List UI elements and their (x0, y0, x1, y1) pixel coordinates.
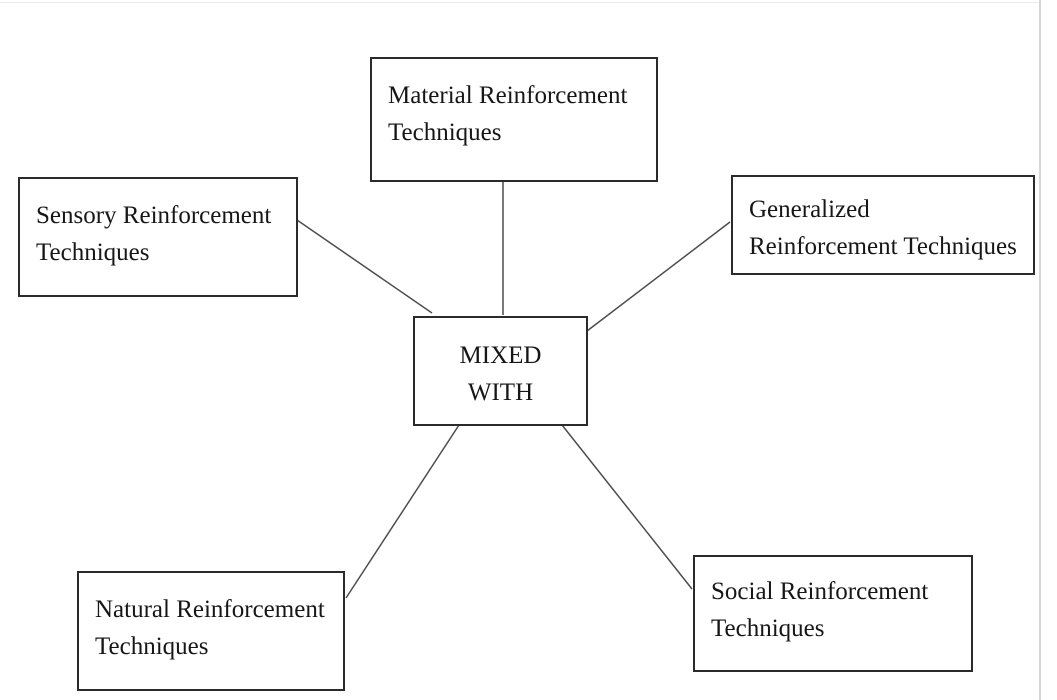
node-natural-reinforcement: Natural Reinforcement Techniques (77, 571, 345, 691)
center-label-line: MIXED (459, 342, 542, 369)
node-label-line: Material Reinforcement (388, 82, 628, 109)
page-boundary-top (0, 2, 1041, 3)
node-label-line: Techniques (711, 615, 825, 642)
node-material-reinforcement: Material Reinforcement Techniques (370, 57, 658, 182)
node-label-line: Sensory Reinforcement (36, 202, 272, 229)
node-label-line: Techniques (388, 119, 502, 146)
node-label-line: Natural Reinforcement (95, 596, 325, 623)
connector-natural-to-mixed (345, 424, 460, 599)
connector-generalized-to-mixed (586, 221, 731, 332)
page-boundary-right (1039, 0, 1041, 700)
node-label-line: Techniques (95, 633, 209, 660)
node-label-line: Generalized (749, 196, 870, 223)
connector-social-to-mixed (561, 424, 693, 590)
node-label-line: Reinforcement Techniques (749, 233, 1017, 260)
node-social-reinforcement: Social Reinforcement Techniques (693, 555, 973, 672)
connector-sensory-to-mixed (296, 219, 433, 314)
center-label-line: WITH (467, 379, 534, 406)
node-sensory-reinforcement: Sensory Reinforcement Techniques (18, 177, 298, 297)
node-generalized-reinforcement: Generalized Reinforcement Techniques (731, 175, 1035, 275)
node-label-line: Social Reinforcement (711, 578, 929, 605)
node-mixed-with: MIXED WITH (413, 316, 588, 426)
node-label-line: Techniques (36, 239, 150, 266)
